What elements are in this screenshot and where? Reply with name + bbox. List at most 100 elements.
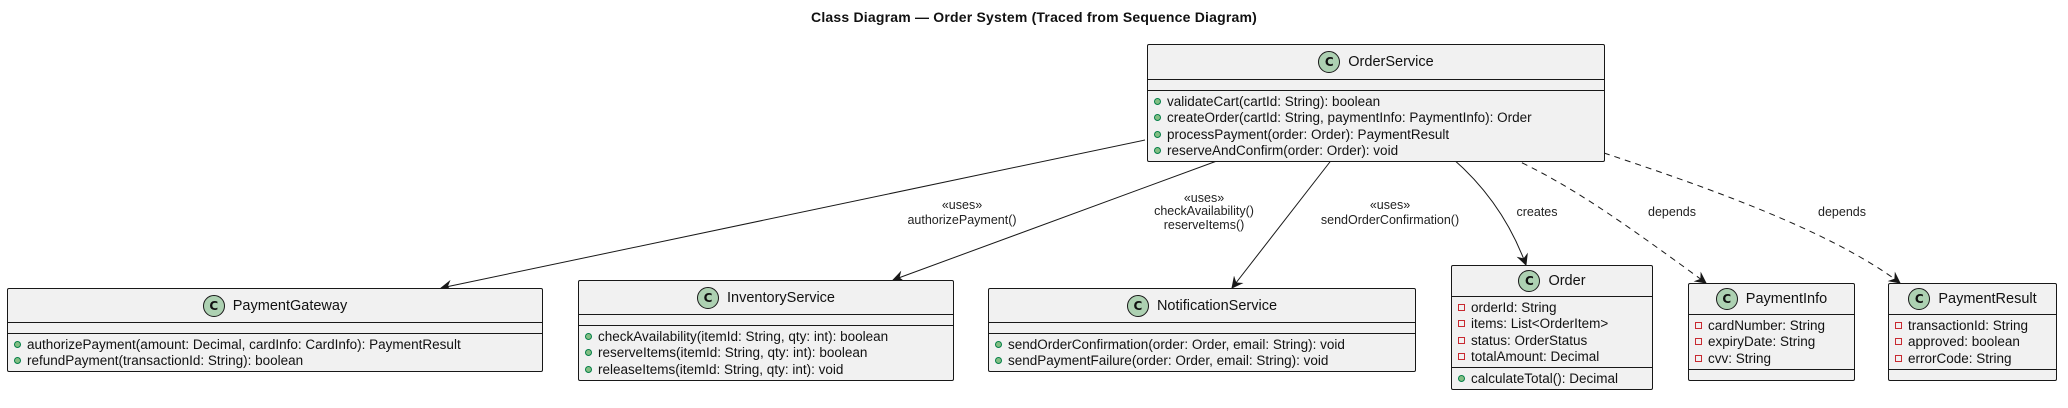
class-payment-info: C PaymentInfo cardNumber: String expiryD…	[1688, 283, 1855, 381]
method-row: processPayment(order: Order): PaymentRes…	[1154, 126, 1600, 143]
class-c-icon: C	[1715, 288, 1738, 310]
edge-creates-order	[1451, 157, 1528, 266]
class-header: C PaymentResult	[1889, 284, 2056, 315]
class-header: C PaymentGateway	[8, 289, 542, 323]
edge-stereotype-inventory-service: «uses»	[1184, 191, 1224, 205]
method-row: validateCart(cartId: String): boolean	[1154, 93, 1600, 110]
field-text: cvv: String	[1708, 350, 1772, 366]
field-text: status: OrderStatus	[1471, 332, 1588, 348]
field-text: approved: boolean	[1908, 334, 2020, 350]
private-visibility-icon	[1458, 303, 1465, 311]
field-text: cardNumber: String	[1708, 317, 1826, 333]
method-row: reserveAndConfirm(order: Order): void	[1154, 143, 1600, 160]
fields-section: transactionId: String approved: boolean …	[1889, 315, 2056, 370]
class-name: OrderService	[1348, 54, 1434, 70]
method-text: createOrder(cartId: String, paymentInfo:…	[1167, 110, 1532, 126]
method-text: refundPayment(transactionId: String): bo…	[27, 353, 304, 369]
methods-section	[1689, 370, 1854, 380]
class-header: C Order	[1452, 266, 1652, 297]
class-name: PaymentResult	[1938, 291, 2037, 307]
fields-section	[8, 323, 542, 334]
field-text: items: List<OrderItem>	[1471, 316, 1609, 332]
field-row: status: OrderStatus	[1458, 332, 1648, 349]
edge-stereotype-payment-gateway: «uses»	[942, 198, 982, 212]
edge-label-payment-gateway: authorizePayment()	[907, 213, 1016, 227]
field-row: errorCode: String	[1895, 350, 2052, 367]
method-text: calculateTotal(): Decimal	[1471, 370, 1619, 386]
method-row: sendOrderConfirmation(order: Order, emai…	[995, 336, 1411, 353]
methods-section	[1889, 370, 2056, 380]
method-row: checkAvailability(itemId: String, qty: i…	[585, 328, 949, 345]
class-c-icon: C	[697, 286, 719, 309]
class-name: NotificationService	[1156, 297, 1278, 314]
edge-label-depends-payment-result: depends	[1818, 205, 1866, 219]
public-visibility-icon	[14, 340, 21, 348]
method-row: refundPayment(transactionId: String): bo…	[14, 353, 538, 370]
public-visibility-icon	[585, 332, 592, 340]
edge-uses-payment-gateway	[440, 139, 1146, 292]
class-c-icon: C	[1318, 51, 1341, 73]
method-text: releaseItems(itemId: String, qty: int): …	[598, 361, 844, 377]
method-row: sendPaymentFailure(order: Order, email: …	[995, 353, 1411, 370]
edge-uses-inventory-service	[892, 157, 1226, 282]
public-visibility-icon	[1154, 114, 1161, 122]
method-row: createOrder(cartId: String, paymentInfo:…	[1154, 110, 1600, 127]
field-row: cardNumber: String	[1695, 317, 1850, 334]
public-visibility-icon	[14, 357, 21, 365]
class-header: C OrderService	[1148, 45, 1604, 80]
private-visibility-icon	[1895, 321, 1902, 329]
class-order: C Order orderId: String items: List<Orde…	[1451, 265, 1653, 390]
edge-label-inventory-check: checkAvailability()	[1154, 204, 1254, 218]
fields-section	[1148, 80, 1604, 91]
private-visibility-icon	[1695, 354, 1702, 362]
class-c-icon: C	[1518, 270, 1541, 292]
edge-label-depends-payment-info: depends	[1648, 205, 1696, 219]
private-visibility-icon	[1695, 338, 1702, 346]
public-visibility-icon	[995, 357, 1002, 365]
class-order-service: C OrderService validateCart(cartId: Stri…	[1147, 44, 1605, 162]
class-payment-gateway: C PaymentGateway authorizePayment(amount…	[7, 288, 543, 372]
edge-depends-payment-info	[1511, 157, 1707, 284]
fields-section	[579, 315, 953, 326]
class-name: PaymentGateway	[232, 297, 348, 314]
private-visibility-icon	[1695, 321, 1702, 329]
private-visibility-icon	[1895, 354, 1902, 362]
method-text: reserveAndConfirm(order: Order): void	[1167, 143, 1399, 159]
field-row: orderId: String	[1458, 299, 1648, 316]
class-header: C InventoryService	[579, 281, 953, 315]
field-row: expiryDate: String	[1695, 334, 1850, 351]
class-name: InventoryService	[727, 289, 835, 306]
class-header: C PaymentInfo	[1689, 284, 1854, 315]
method-row: calculateTotal(): Decimal	[1458, 370, 1648, 387]
method-text: sendPaymentFailure(order: Order, email: …	[1008, 353, 1329, 369]
method-text: sendOrderConfirmation(order: Order, emai…	[1008, 336, 1345, 352]
field-row: items: List<OrderItem>	[1458, 316, 1648, 333]
public-visibility-icon	[585, 365, 592, 373]
private-visibility-icon	[1458, 320, 1465, 328]
method-text: checkAvailability(itemId: String, qty: i…	[598, 328, 889, 344]
private-visibility-icon	[1895, 338, 1902, 346]
public-visibility-icon	[1154, 97, 1161, 105]
field-row: approved: boolean	[1895, 334, 2052, 351]
fields-section	[989, 323, 1415, 334]
public-visibility-icon	[1458, 374, 1465, 382]
private-visibility-icon	[1458, 336, 1465, 344]
class-c-icon: C	[1126, 294, 1149, 317]
class-name: Order	[1548, 273, 1586, 289]
private-visibility-icon	[1458, 353, 1465, 361]
methods-section: calculateTotal(): Decimal	[1452, 368, 1652, 389]
edge-label-creates: creates	[1517, 205, 1558, 219]
field-row: cvv: String	[1695, 350, 1850, 367]
method-text: reserveItems(itemId: String, qty: int): …	[598, 345, 868, 361]
public-visibility-icon	[1154, 130, 1161, 138]
class-notification-service: C NotificationService sendOrderConfirmat…	[988, 288, 1416, 372]
method-row: reserveItems(itemId: String, qty: int): …	[585, 345, 949, 362]
field-row: totalAmount: Decimal	[1458, 349, 1648, 366]
class-inventory-service: C InventoryService checkAvailability(ite…	[578, 280, 954, 381]
public-visibility-icon	[995, 340, 1002, 348]
class-name: PaymentInfo	[1745, 291, 1828, 307]
field-row: transactionId: String	[1895, 317, 2052, 334]
method-text: validateCart(cartId: String): boolean	[1167, 93, 1381, 109]
class-c-icon: C	[202, 294, 225, 317]
